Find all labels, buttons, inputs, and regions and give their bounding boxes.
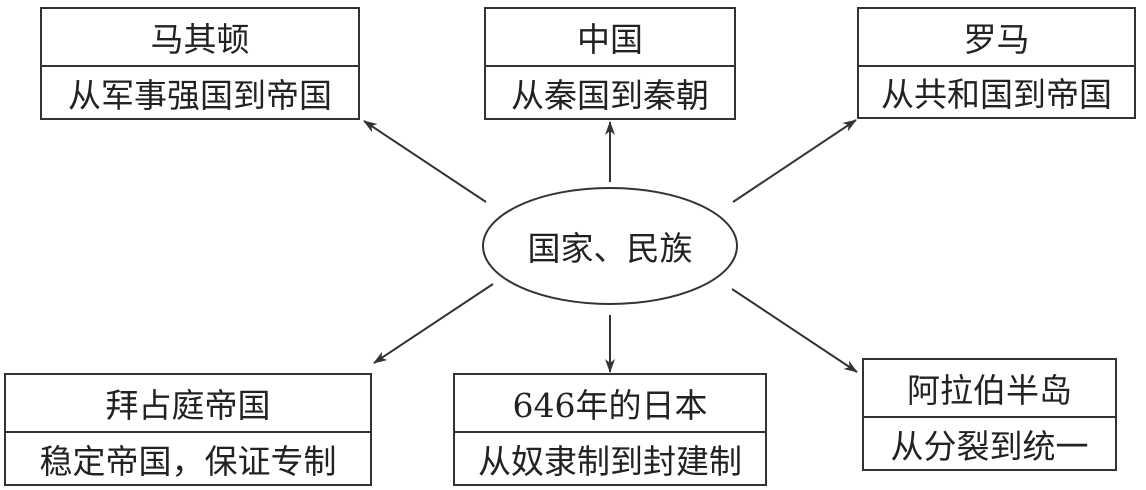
node-byzantine: 拜占庭帝国 稳定帝国，保证专制	[4, 373, 372, 486]
arrow-macedonia	[363, 120, 487, 203]
center-ellipse	[482, 187, 738, 305]
center-label: 国家、民族	[527, 229, 693, 268]
node-subtitle: 从奴隶制到封建制	[478, 441, 742, 481]
node-subtitle: 稳定帝国，保证专制	[39, 441, 337, 481]
node-rome: 罗马 从共和国到帝国	[857, 7, 1136, 119]
node-subtitle: 从分裂到统一	[890, 426, 1089, 466]
node-japan: 646年的日本 从奴隶制到封建制	[453, 373, 767, 486]
arrow-arabia	[731, 288, 858, 373]
node-title: 罗马	[859, 9, 1134, 67]
node-subtitle: 从共和国到帝国	[881, 75, 1112, 114]
node-china: 中国 从秦国到秦朝	[484, 7, 736, 120]
node-title: 拜占庭帝国	[6, 375, 370, 433]
arrow-rome	[732, 119, 857, 203]
node-subtitle: 从秦国到秦朝	[511, 75, 709, 115]
node-subtitle: 从军事强国到帝国	[68, 75, 332, 115]
node-arabia: 阿拉伯半岛 从分裂到统一	[862, 358, 1117, 471]
node-title: 中国	[486, 9, 734, 67]
arrow-byzantine	[373, 283, 494, 364]
node-macedonia: 马其顿 从军事强国到帝国	[40, 7, 360, 120]
node-title: 阿拉伯半岛	[864, 360, 1115, 418]
node-title: 马其顿	[42, 9, 358, 67]
node-title: 646年的日本	[455, 375, 765, 433]
